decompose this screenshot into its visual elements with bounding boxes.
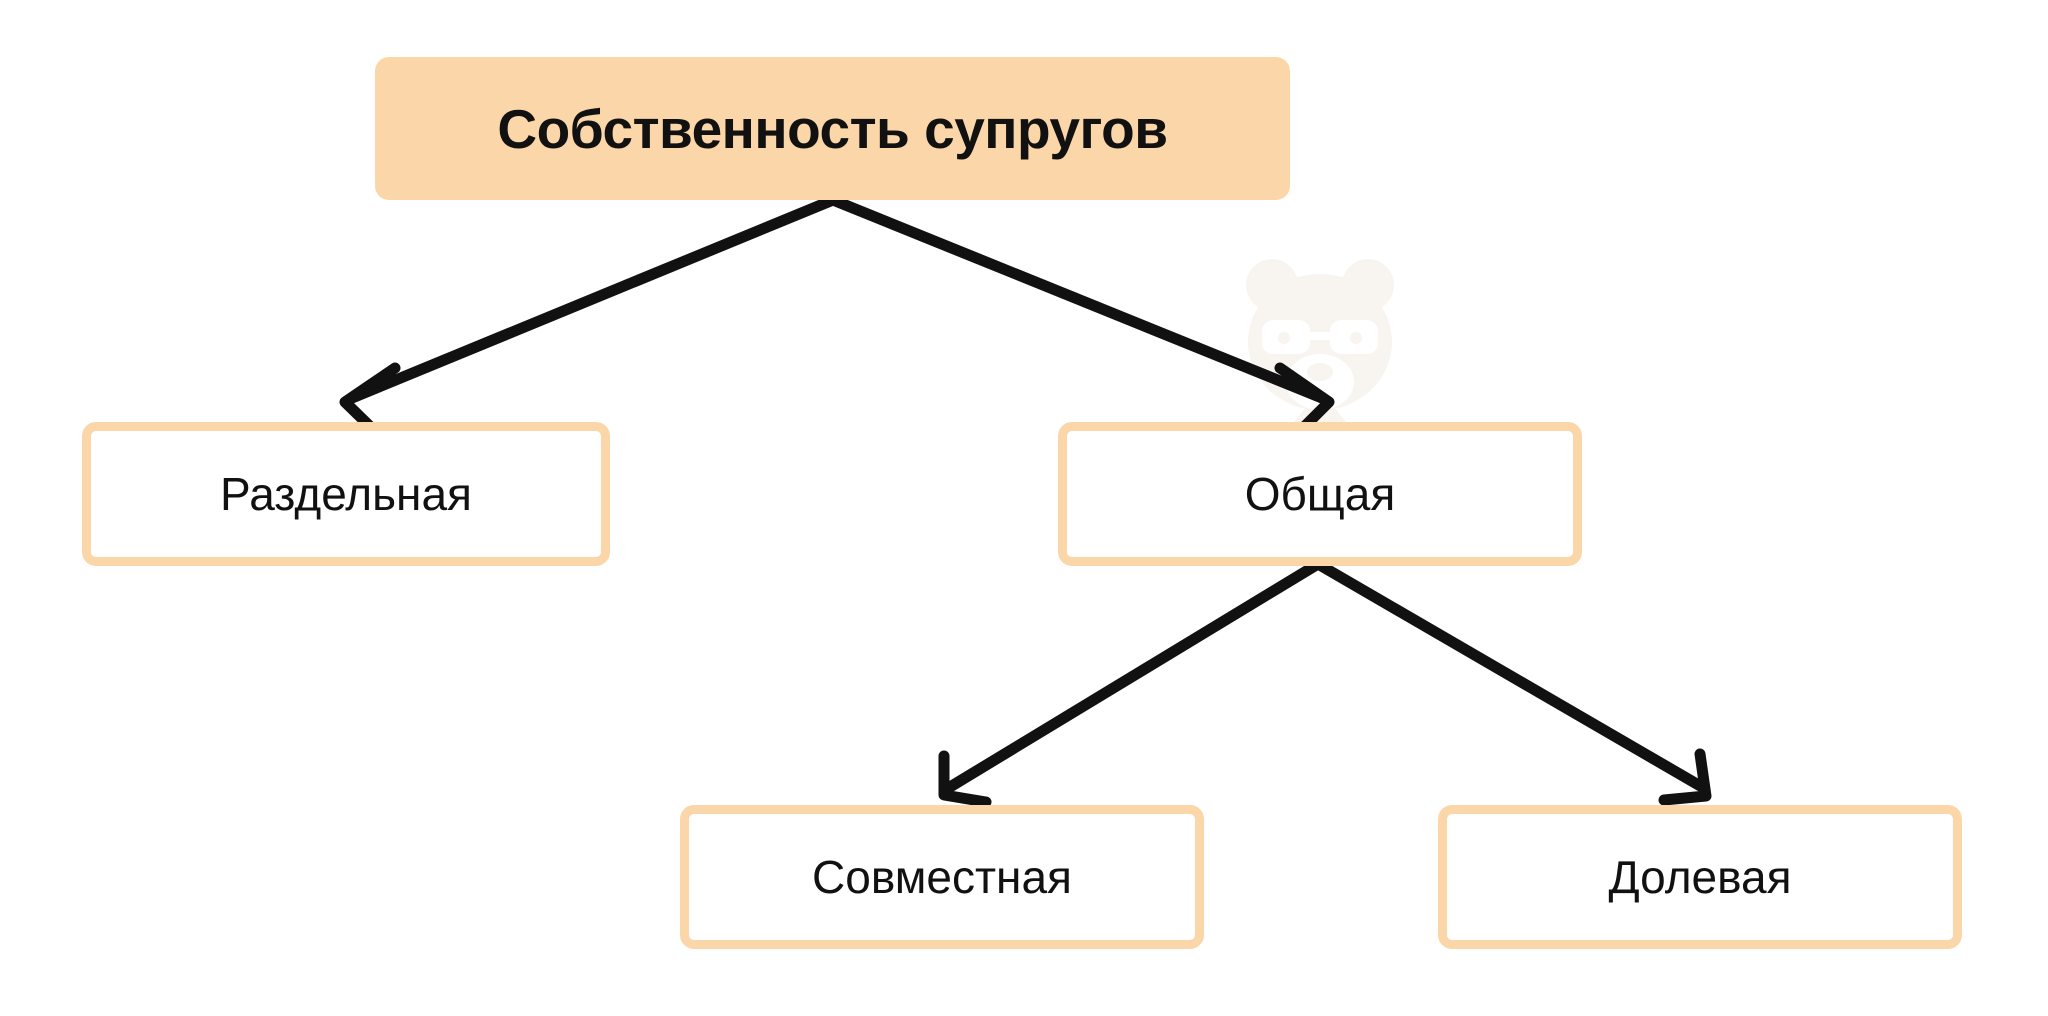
node-separate-label: Раздельная bbox=[220, 468, 472, 520]
node-joint-label: Совместная bbox=[812, 851, 1072, 903]
edge-root-to-separate bbox=[339, 194, 839, 446]
node-root-property-of-spouses: Собственность супругов bbox=[375, 57, 1290, 200]
node-common-property: Общая bbox=[1058, 422, 1582, 566]
node-shared-label: Долевая bbox=[1608, 851, 1792, 903]
node-root-label: Собственность супругов bbox=[497, 97, 1168, 160]
node-joint-property: Совместная bbox=[680, 805, 1204, 949]
edge-common-to-shared bbox=[1312, 558, 1712, 806]
node-separate-property: Раздельная bbox=[82, 422, 610, 566]
node-shared-property: Долевая bbox=[1438, 805, 1962, 949]
edge-common-to-joint bbox=[938, 558, 1324, 808]
node-common-label: Общая bbox=[1244, 468, 1396, 520]
edge-root-to-common bbox=[827, 194, 1335, 446]
